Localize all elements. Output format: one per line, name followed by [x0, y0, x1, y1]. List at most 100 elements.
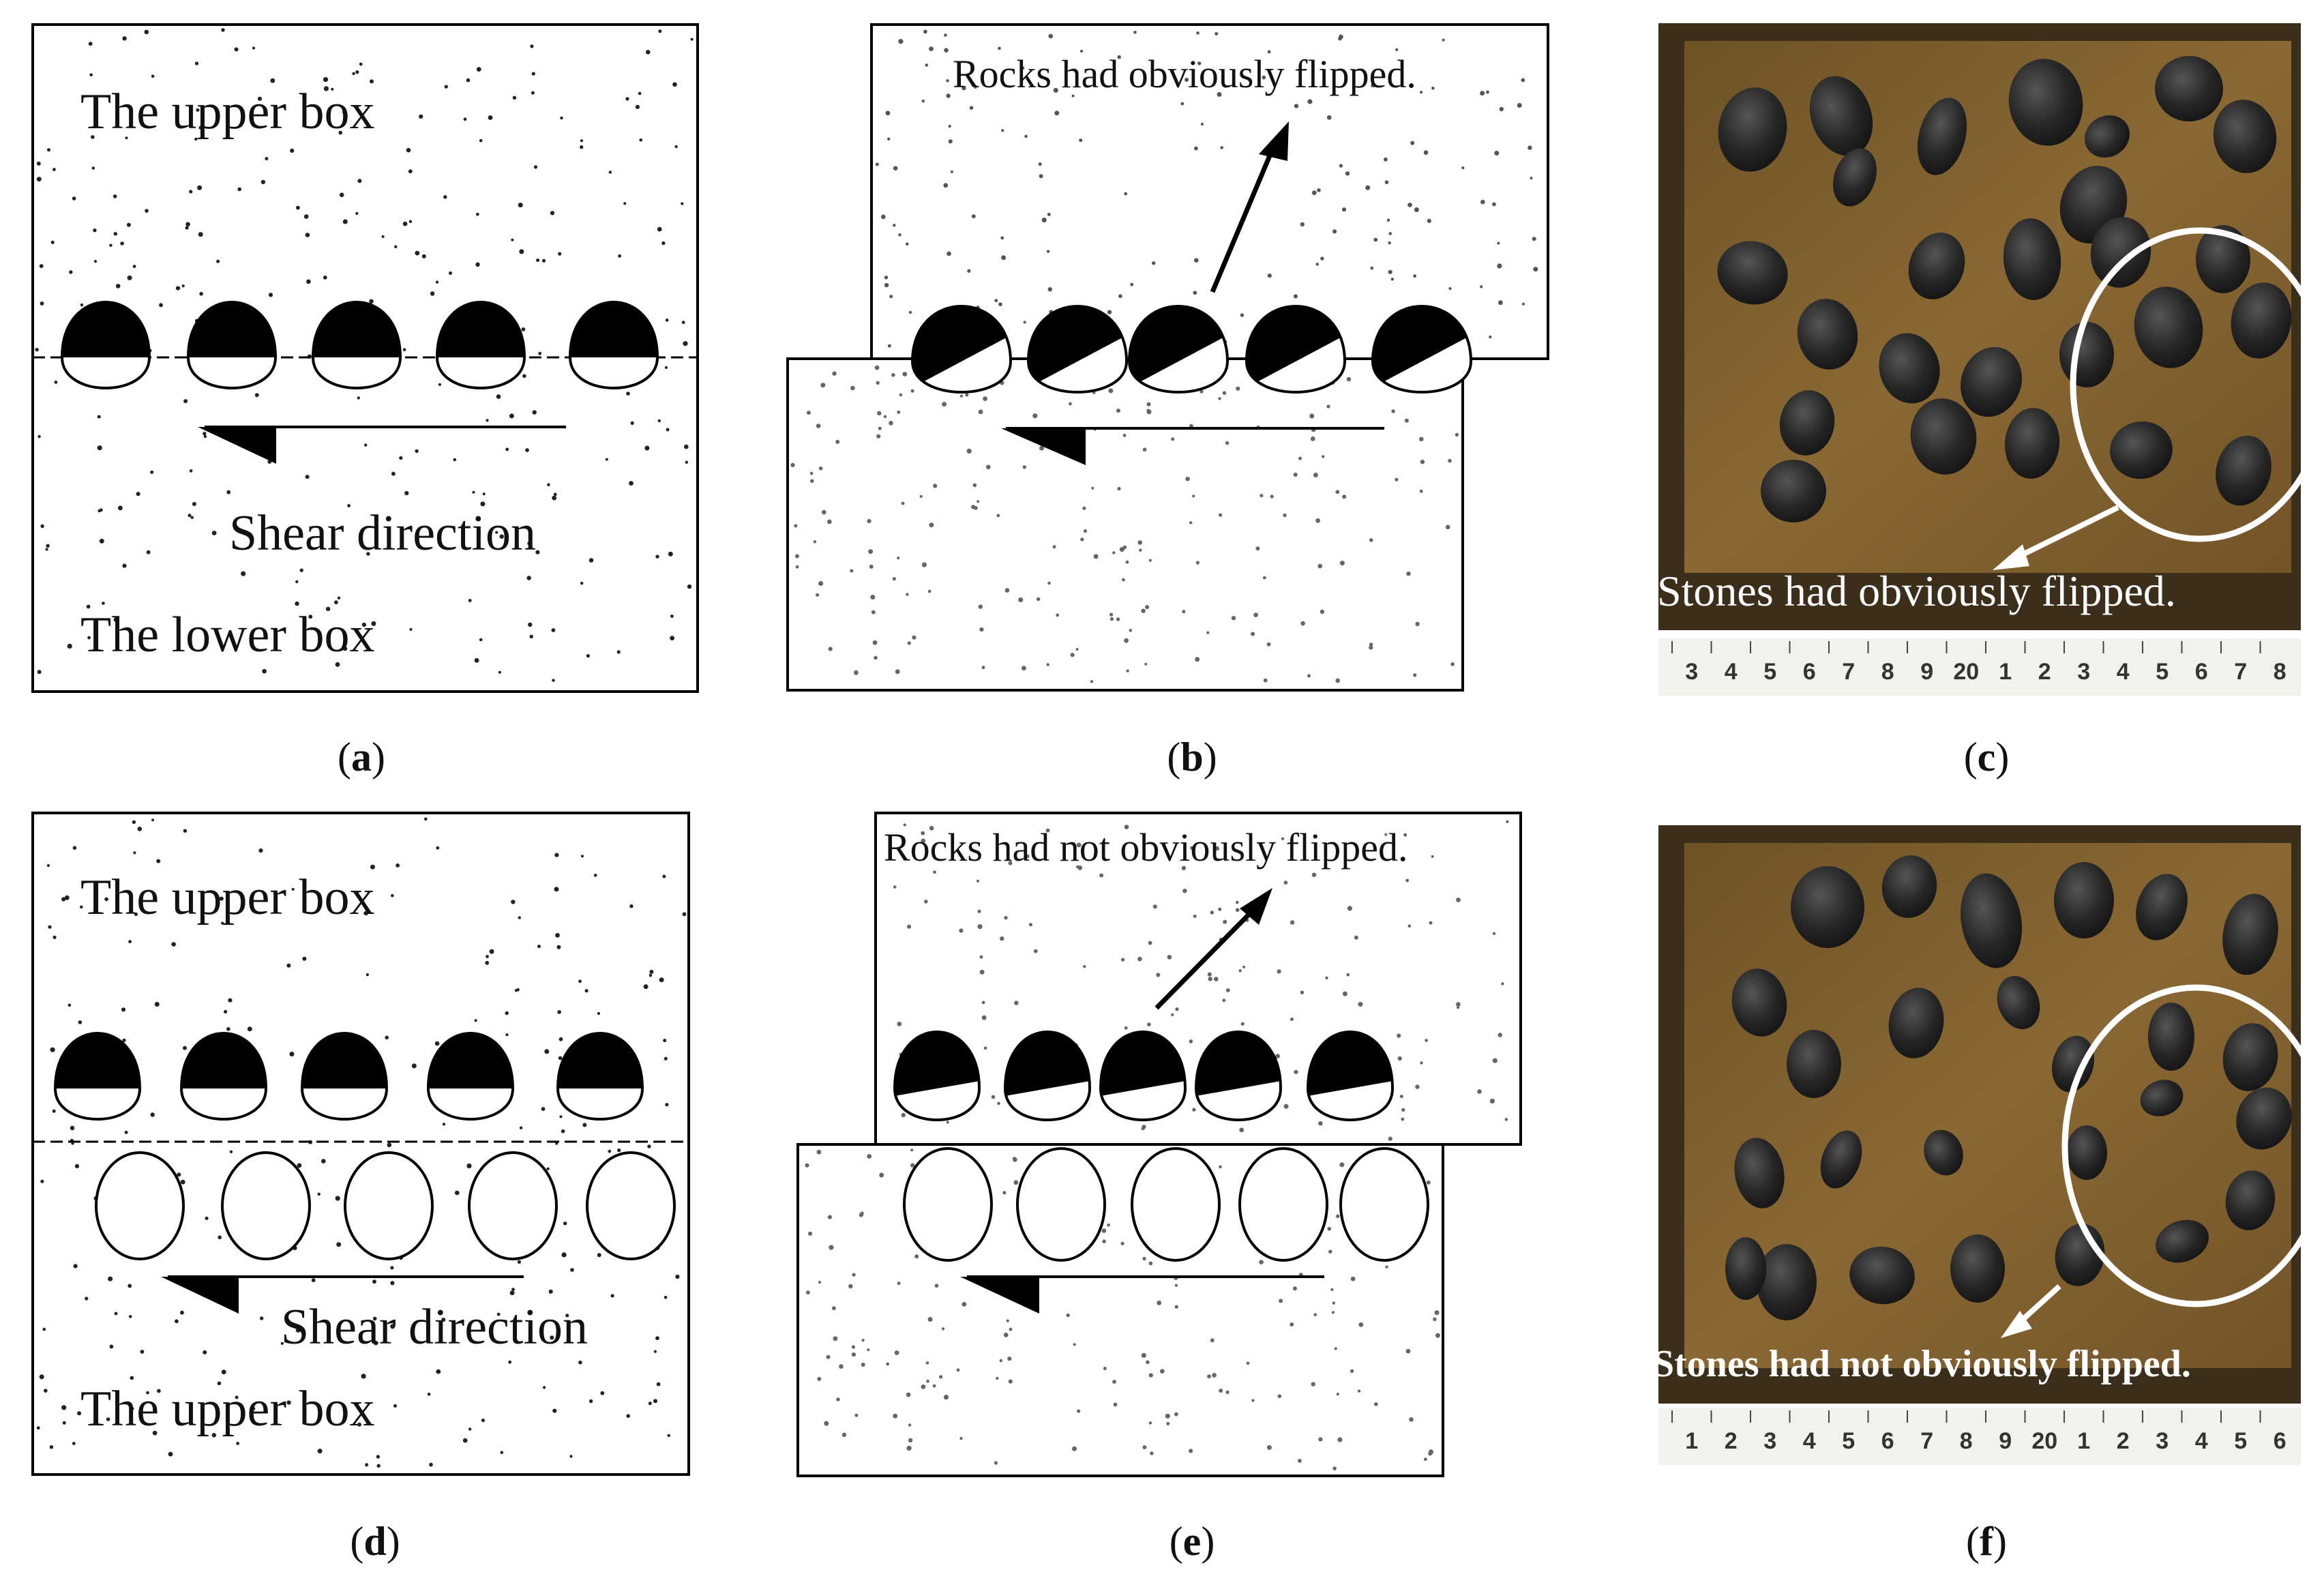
sand-dot: [168, 1451, 173, 1457]
sand-dot: [1076, 865, 1079, 869]
sand-dot: [617, 1148, 621, 1153]
sand-dot: [552, 495, 557, 501]
sand-dot: [496, 1312, 501, 1316]
panel-a: The upper box Shear direction The lower …: [31, 23, 699, 780]
sand-dot: [1357, 1389, 1361, 1393]
sand-dot: [947, 251, 951, 256]
sand-dot: [629, 481, 634, 486]
sand-dot: [874, 365, 880, 370]
sand-dot: [1335, 678, 1340, 683]
sand-dot: [959, 394, 963, 398]
ruler-number: 3: [2077, 659, 2090, 685]
sand-dot: [1157, 1301, 1162, 1305]
stone: [2222, 1023, 2278, 1091]
sand-dot: [977, 909, 981, 913]
sand-dot: [1207, 972, 1212, 977]
panel-d-shear-label: Shear direction: [281, 1299, 588, 1355]
sand-dot: [881, 214, 886, 220]
sand-dot: [874, 655, 878, 660]
sand-dot: [260, 1316, 264, 1320]
sand-dot: [136, 492, 140, 497]
sand-dot: [361, 622, 367, 627]
sand-dot: [1196, 31, 1200, 35]
ruler-number: 7: [2234, 659, 2247, 685]
sand-dot: [323, 86, 329, 91]
sand-dot: [1041, 218, 1047, 223]
sand-dot: [99, 538, 104, 544]
sand-dot: [177, 1172, 181, 1177]
sand-dot: [1109, 617, 1114, 621]
sand-dot: [1431, 855, 1434, 858]
sand-dot: [841, 1432, 847, 1437]
sand-dot: [498, 670, 501, 674]
sand-dot: [116, 105, 120, 109]
sand-dot: [1206, 631, 1210, 634]
sand-dot: [499, 534, 504, 539]
rock-outline: [903, 1147, 993, 1262]
sand-dot: [600, 1391, 605, 1395]
sand-dot: [1290, 920, 1295, 925]
panel-f-highlight-ellipse: [2061, 984, 2324, 1307]
sand-dot: [1281, 837, 1285, 841]
sand-dot: [586, 654, 591, 658]
sand-dot: [228, 998, 233, 1003]
sand-dot: [1018, 597, 1024, 603]
sand-dot: [270, 78, 275, 83]
sand-dot: [323, 77, 329, 83]
sand-dot: [1152, 904, 1157, 909]
sand-dot: [462, 1438, 468, 1443]
sand-dot: [146, 1391, 149, 1395]
sand-dot: [1200, 389, 1204, 394]
sand-dot: [827, 1215, 832, 1219]
panel-a-rocks: [60, 301, 659, 389]
sand-dot: [1420, 460, 1425, 464]
sand-dot: [981, 666, 985, 670]
sand-dot: [1013, 1180, 1019, 1185]
sand-dot: [229, 1150, 233, 1154]
sand-dot: [62, 1421, 66, 1425]
sand-dot: [959, 928, 964, 933]
sand-dot: [927, 589, 932, 593]
stone: [1888, 988, 1944, 1058]
sand-dot: [226, 1027, 230, 1031]
sand-dot: [867, 519, 872, 524]
sand-dot: [1338, 36, 1342, 41]
sand-dot: [1331, 1311, 1335, 1314]
sand-dot: [443, 195, 447, 199]
sand-dot: [265, 157, 269, 161]
sand-dot: [1461, 166, 1465, 170]
sand-dot: [154, 1002, 160, 1007]
sand-dot: [906, 1392, 911, 1397]
ruler-number: 2: [2117, 1428, 2130, 1454]
sand-dot: [1315, 518, 1320, 523]
sand-dot: [1307, 99, 1313, 104]
sand-dot: [1124, 192, 1128, 196]
sand-dot: [981, 1015, 987, 1020]
sand-dot: [977, 924, 983, 930]
ruler-number: 2: [2038, 659, 2051, 685]
sand-dot: [1189, 1039, 1193, 1043]
sand-dot: [554, 887, 559, 892]
stone: [1960, 873, 2023, 968]
sand-dot: [929, 46, 934, 51]
sand-dot: [295, 1328, 301, 1333]
sand-dot: [1277, 1394, 1282, 1398]
sand-dot: [1240, 1022, 1245, 1026]
sand-dot: [1283, 513, 1287, 518]
sand-dot: [832, 1306, 836, 1311]
sand-dot: [1322, 455, 1325, 458]
sand-dot: [1032, 413, 1038, 419]
sand-dot: [893, 224, 896, 227]
sand-dot: [1053, 87, 1058, 93]
panel-d-rocks: [53, 1032, 676, 1260]
sand-dot: [1346, 973, 1350, 977]
sand-dot: [1073, 1343, 1076, 1346]
sand-dot: [514, 989, 518, 992]
sand-dot: [1008, 1379, 1013, 1384]
sand-dot: [901, 1112, 906, 1118]
sand-dot: [1022, 465, 1027, 469]
sand-dot: [977, 500, 980, 503]
sand-dot: [85, 1297, 89, 1301]
panel-a-caption: (a): [338, 735, 385, 780]
